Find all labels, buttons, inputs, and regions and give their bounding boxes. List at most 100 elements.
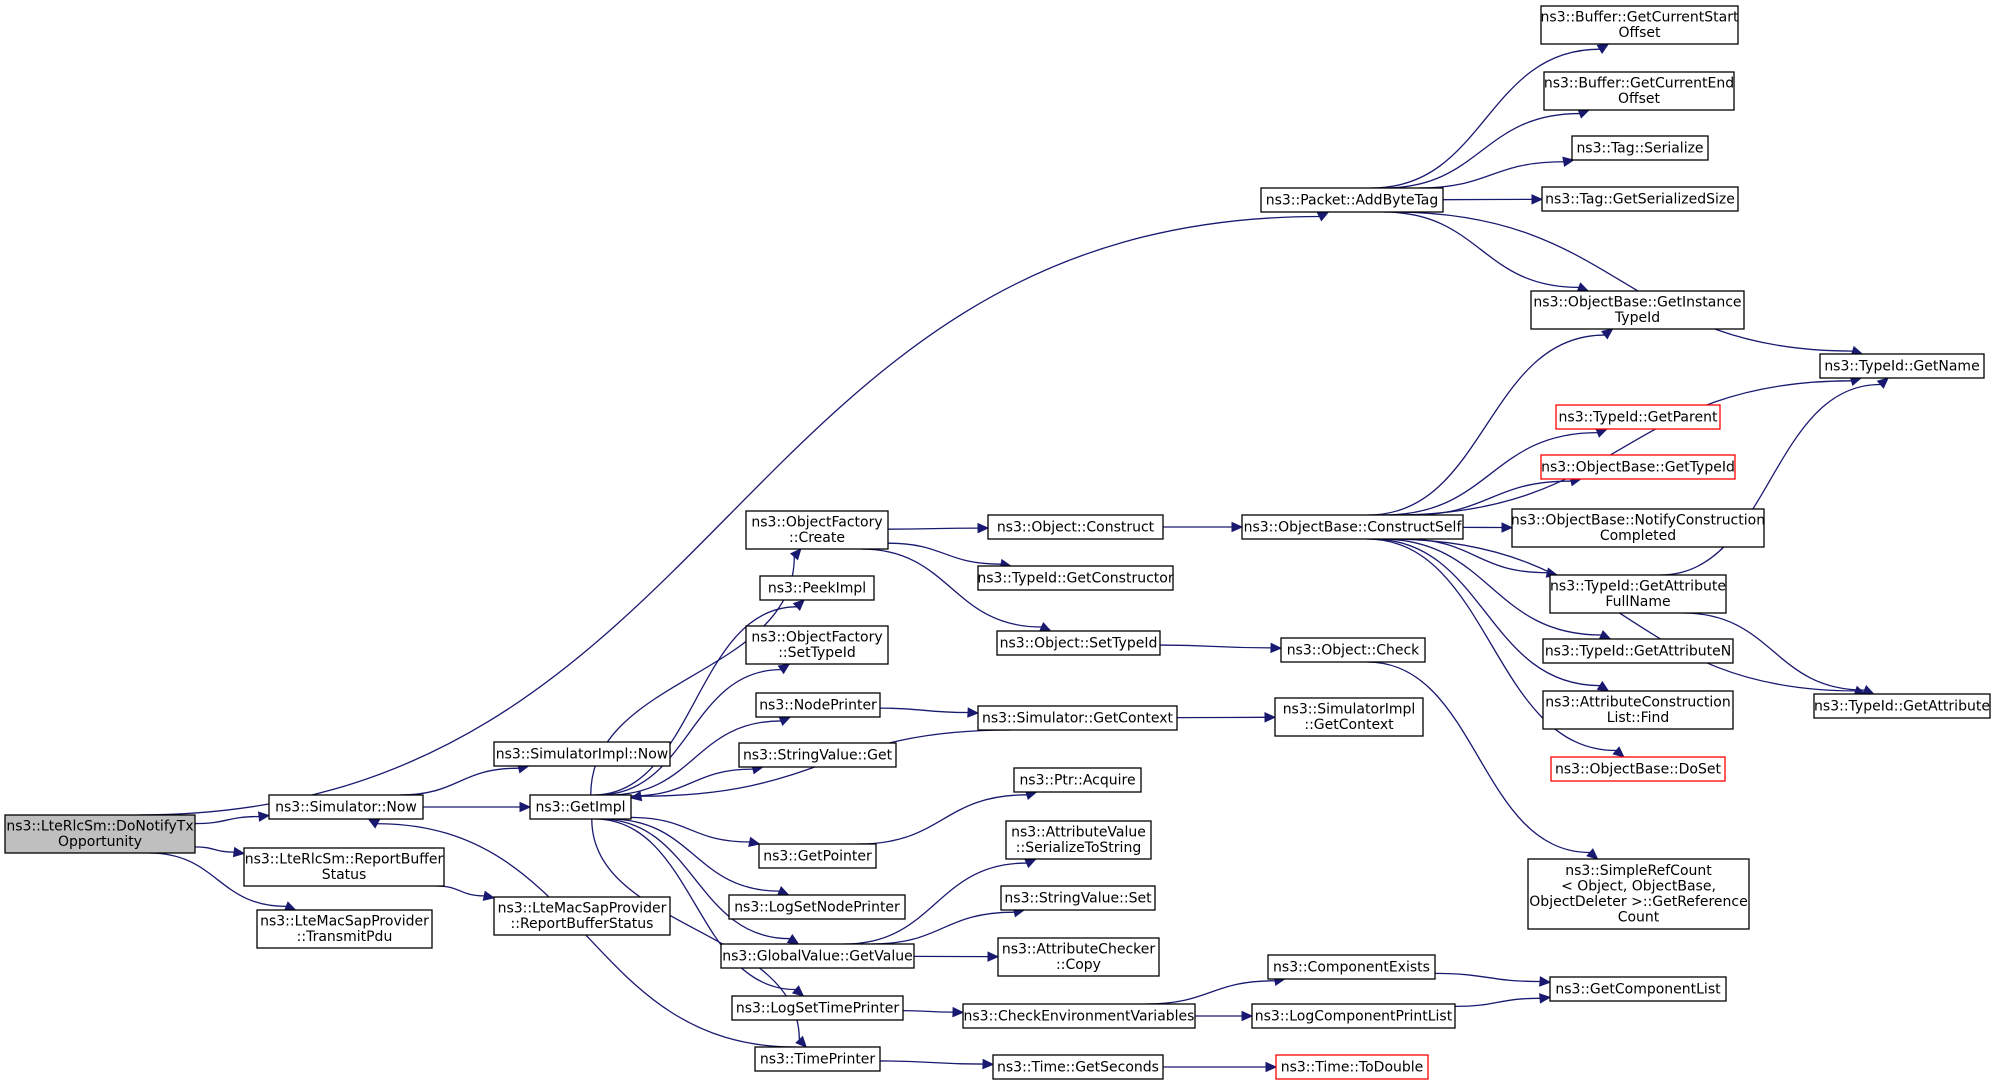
node-box bbox=[977, 565, 1174, 591]
node-simplerefcount[interactable]: ns3::SimpleRefCount< Object, ObjectBase,… bbox=[1527, 858, 1750, 930]
node-label-line: TypeId bbox=[1614, 310, 1660, 326]
node-macreport[interactable]: ns3::LteMacSapProvider::ReportBufferStat… bbox=[493, 896, 671, 936]
edge-packetaddbytetag-to-obgetinstance bbox=[1383, 211, 1590, 293]
node-objconstruct[interactable]: ns3::Object::Construct bbox=[987, 514, 1164, 540]
edge-getimpl-to-peekimpl bbox=[593, 599, 805, 796]
node-simimplgetcontext[interactable]: ns3::SimulatorImpl::GetContext bbox=[1274, 697, 1424, 737]
node-tidgetparent[interactable]: ns3::TypeId::GetParent bbox=[1555, 404, 1721, 430]
edge-arrowhead bbox=[1264, 712, 1277, 723]
edge-arrowhead bbox=[776, 886, 790, 896]
node-label-line: ns3::AttributeValue bbox=[1011, 825, 1146, 841]
edge-line bbox=[879, 1060, 984, 1065]
node-obgettypeid[interactable]: ns3::ObjectBase::GetTypeId bbox=[1540, 454, 1736, 480]
edge-line bbox=[137, 215, 1320, 816]
node-obdoset[interactable]: ns3::ObjectBase::DoSet bbox=[1550, 756, 1726, 782]
node-tidgetname[interactable]: ns3::TypeId::GetName bbox=[1819, 353, 1985, 379]
node-label-line: Offset bbox=[1618, 25, 1661, 41]
node-timeprinter[interactable]: ns3::TimePrinter bbox=[754, 1046, 881, 1072]
edge-arrowhead bbox=[977, 522, 990, 534]
node-box bbox=[1543, 71, 1735, 111]
node-taggetsize[interactable]: ns3::Tag::GetSerializedSize bbox=[1541, 186, 1739, 212]
edge-arrowhead bbox=[786, 933, 800, 945]
node-nodeprinter[interactable]: ns3::NodePrinter bbox=[755, 692, 881, 718]
node-obconstructself[interactable]: ns3::ObjectBase::ConstructSelf bbox=[1241, 514, 1464, 540]
node-ofcreate[interactable]: ns3::ObjectFactory::Create bbox=[745, 510, 889, 550]
node-ofsettypeid[interactable]: ns3::ObjectFactory::SetTypeId bbox=[745, 625, 889, 665]
edge-line bbox=[598, 669, 782, 796]
node-label-line: ns3::StringValue::Get bbox=[743, 747, 893, 763]
edge-simgetcontext-to-simimplgetcontext bbox=[1176, 712, 1277, 723]
edge-line bbox=[871, 911, 1015, 945]
edge-line bbox=[436, 885, 485, 897]
node-simnow[interactable]: ns3::Simulator::Now bbox=[268, 794, 424, 820]
node-reportbuf[interactable]: ns3::LteRlcSm::ReportBufferStatus bbox=[243, 847, 445, 887]
edge-line bbox=[1145, 980, 1275, 1005]
node-tidgetattr[interactable]: ns3::TypeId::GetAttribute bbox=[1813, 693, 1991, 719]
node-gvgetvalue[interactable]: ns3::GlobalValue::GetValue bbox=[720, 943, 915, 969]
node-label-line: Status bbox=[322, 867, 367, 883]
node-getconstructor[interactable]: ns3::TypeId::GetConstructor bbox=[977, 565, 1174, 591]
node-checkenv[interactable]: ns3::CheckEnvironmentVariables bbox=[962, 1003, 1196, 1029]
node-timegetseconds[interactable]: ns3::Time::GetSeconds bbox=[992, 1054, 1164, 1080]
node-logsettime[interactable]: ns3::LogSetTimePrinter bbox=[731, 995, 904, 1021]
node-obnotify[interactable]: ns3::ObjectBase::NotifyConstructionCompl… bbox=[1511, 508, 1765, 548]
edge-arrowhead bbox=[967, 707, 980, 718]
node-simimplnow[interactable]: ns3::SimulatorImpl::Now bbox=[493, 741, 671, 767]
node-label-line: ns3::TypeId::GetAttributeN bbox=[1545, 643, 1731, 659]
edge-line bbox=[1159, 644, 1272, 649]
node-box bbox=[1571, 135, 1709, 161]
node-box bbox=[529, 794, 632, 820]
node-label-line: ns3::LogSetTimePrinter bbox=[736, 1000, 900, 1016]
node-compexists[interactable]: ns3::ComponentExists bbox=[1267, 954, 1436, 980]
node-box bbox=[1542, 638, 1734, 664]
edge-arrowhead bbox=[1501, 522, 1514, 533]
edge-reportbuf-to-macreport bbox=[436, 885, 496, 901]
node-box bbox=[759, 575, 875, 601]
node-box bbox=[1549, 976, 1727, 1002]
edge-line bbox=[608, 720, 781, 796]
edge-arrowhead bbox=[482, 890, 496, 901]
node-label-line: ns3::StringValue::Set bbox=[1004, 890, 1152, 906]
node-ptracquire[interactable]: ns3::Ptr::Acquire bbox=[1013, 767, 1142, 793]
node-getpointer[interactable]: ns3::GetPointer bbox=[758, 843, 877, 869]
edge-line bbox=[860, 548, 1042, 628]
edge-arrowhead bbox=[1596, 680, 1610, 692]
node-box bbox=[728, 894, 906, 920]
node-box bbox=[1280, 637, 1426, 663]
edge-arrowhead bbox=[283, 901, 297, 912]
node-getcomplist[interactable]: ns3::GetComponentList bbox=[1549, 976, 1727, 1002]
node-label-line: ns3::ObjectBase::DoSet bbox=[1555, 761, 1721, 777]
node-label-line: ::Create bbox=[789, 530, 845, 546]
edge-tidgetattrfull-to-tidgetname bbox=[1659, 377, 1890, 576]
edge-tidgetattrfull-to-tidgetattr bbox=[1682, 612, 1875, 695]
node-label-line: ns3::Object::Check bbox=[1287, 642, 1420, 658]
node-box bbox=[1241, 514, 1464, 540]
node-simgetcontext[interactable]: ns3::Simulator::GetContext bbox=[977, 705, 1178, 731]
node-strvalget[interactable]: ns3::StringValue::Get bbox=[738, 742, 897, 768]
node-getimpl[interactable]: ns3::GetImpl bbox=[529, 794, 632, 820]
edge-arrowhead bbox=[257, 811, 271, 822]
node-acopy[interactable]: ns3::AttributeChecker::Copy bbox=[997, 937, 1160, 977]
node-label-line: ns3::SimpleRefCount bbox=[1565, 863, 1712, 879]
node-packetaddbytetag[interactable]: ns3::Packet::AddByteTag bbox=[1260, 187, 1444, 213]
node-objsettypeid[interactable]: ns3::Object::SetTypeId bbox=[996, 630, 1161, 656]
node-timetodouble[interactable]: ns3::Time::ToDouble bbox=[1275, 1054, 1429, 1080]
node-tidgetattrn[interactable]: ns3::TypeId::GetAttributeN bbox=[1542, 638, 1734, 664]
node-objcheck[interactable]: ns3::Object::Check bbox=[1280, 637, 1426, 663]
node-transmitpdu[interactable]: ns3::LteMacSapProvider::TransmitPdu bbox=[256, 909, 433, 949]
node-peekimpl[interactable]: ns3::PeekImpl bbox=[759, 575, 875, 601]
node-avserialize[interactable]: ns3::AttributeValue::SerializeToString bbox=[1005, 820, 1152, 860]
node-tagserialize[interactable]: ns3::Tag::Serialize bbox=[1571, 135, 1709, 161]
node-box bbox=[738, 742, 897, 768]
edge-packetaddbytetag-to-tagserialize bbox=[1418, 156, 1575, 189]
node-strvalset[interactable]: ns3::StringValue::Set bbox=[1000, 885, 1156, 911]
node-logsetnode[interactable]: ns3::LogSetNodePrinter bbox=[728, 894, 906, 920]
edge-line bbox=[1434, 972, 1541, 983]
node-logcompprint[interactable]: ns3::LogComponentPrintList bbox=[1251, 1003, 1456, 1029]
